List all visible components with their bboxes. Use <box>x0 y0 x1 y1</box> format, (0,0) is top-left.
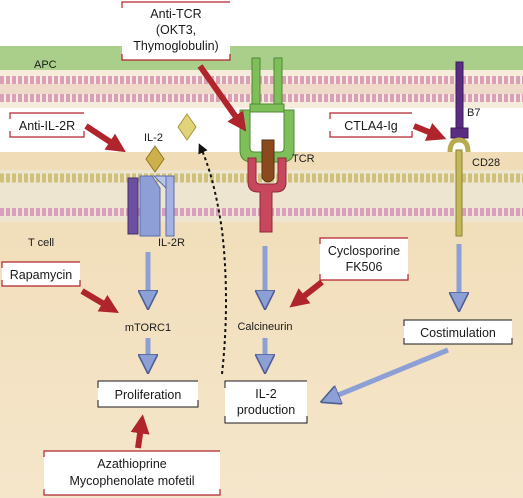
il2-label: IL-2 <box>144 132 163 144</box>
rapamycin-text: Rapamycin <box>10 268 73 282</box>
calcineurin-label: Calcineurin <box>237 321 292 333</box>
proliferation-box: Proliferation <box>97 380 199 408</box>
anti-il2r-arrow <box>84 123 126 153</box>
il2-secreted-diamond <box>177 113 197 141</box>
costimulation-box: Costimulation <box>403 319 513 345</box>
anti-tcr-line2: (OKT3, <box>156 23 196 37</box>
cyclosporine-drug-box: Cyclosporine FK506 <box>319 237 409 281</box>
cd28-molecule <box>447 137 471 237</box>
il2-bound-diamond <box>145 145 165 173</box>
anti-tcr-drug-box: Anti-TCR (OKT3, Thymoglobulin) <box>121 1 231 61</box>
cd28-label: CD28 <box>472 157 500 169</box>
il2-secretion-arrow <box>198 143 227 375</box>
cyclosporine-line2: FK506 <box>346 260 383 274</box>
apc-membrane-band <box>0 46 523 70</box>
anti-il2r-drug-box: Anti-IL-2R <box>9 112 85 138</box>
il2-receptor <box>127 175 175 237</box>
azathioprine-arrow <box>130 414 150 449</box>
costimulation-text: Costimulation <box>420 326 496 340</box>
b7-label: B7 <box>467 107 480 119</box>
ctla4-ig-arrow <box>412 123 447 141</box>
apc-label: APC <box>34 59 57 71</box>
il2-production-line2: production <box>237 403 295 417</box>
anti-il2r-text: Anti-IL-2R <box>19 119 75 133</box>
cyclosporine-arrow <box>289 279 324 308</box>
apc-lipid-bilayer <box>0 70 523 108</box>
azathioprine-line2: Mycophenolate mofetil <box>69 474 194 488</box>
azathioprine-line1: Azathioprine <box>97 457 167 471</box>
rapamycin-arrow <box>80 288 119 313</box>
costimulation-to-il2-production-arrow <box>326 347 449 400</box>
anti-tcr-line1: Anti-TCR <box>150 7 201 21</box>
ctla4-ig-drug-box: CTLA4-Ig <box>329 112 413 138</box>
azathioprine-drug-box: Azathioprine Mycophenolate mofetil <box>43 450 221 496</box>
t-cell-label: T cell <box>28 237 54 249</box>
rapamycin-drug-box: Rapamycin <box>1 261 81 287</box>
cyclosporine-line1: Cyclosporine <box>328 244 400 258</box>
il2r-label: IL-2R <box>158 237 185 249</box>
il2-production-box: IL-2 production <box>224 380 308 424</box>
tcr-label: TCR <box>292 153 315 165</box>
il2-production-line1: IL-2 <box>255 387 277 401</box>
ctla4-ig-text: CTLA4-Ig <box>344 119 398 133</box>
mtorc1-label: mTORC1 <box>125 322 171 334</box>
anti-tcr-arrow <box>197 64 247 132</box>
proliferation-text: Proliferation <box>115 388 182 402</box>
anti-tcr-line3: Thymoglobulin) <box>133 39 218 53</box>
